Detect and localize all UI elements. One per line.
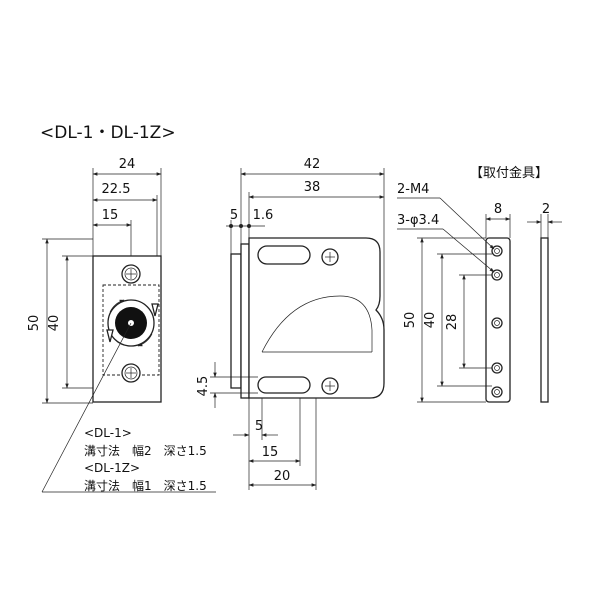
dim-bracket-2: 2 bbox=[542, 202, 550, 217]
front-view: 24 22.5 15 50 40 bbox=[27, 157, 162, 493]
side-body bbox=[248, 237, 385, 399]
bracket-hole-4 bbox=[491, 362, 503, 374]
side-dimensions: 42 38 5 1.6 4.5 5 15 bbox=[196, 157, 385, 490]
side-slot-bottom bbox=[257, 376, 311, 394]
bracket-hole-5 bbox=[491, 386, 503, 398]
dim-bracket-28: 28 bbox=[445, 314, 460, 331]
side-thin-plate bbox=[240, 243, 250, 399]
bracket-hole-1 bbox=[491, 245, 503, 257]
drawing-title: <DL-1・DL-1Z> bbox=[40, 123, 176, 143]
dim-side-42: 42 bbox=[304, 157, 321, 172]
dim-front-15: 15 bbox=[102, 208, 119, 223]
side-slot-top bbox=[257, 245, 311, 265]
dim-side-38: 38 bbox=[304, 180, 321, 195]
dim-side-b5: 5 bbox=[255, 419, 263, 434]
dim-side-1-6: 1.6 bbox=[253, 208, 274, 223]
note-dl1z-spec: 溝寸法 幅1 深さ1.5 bbox=[84, 478, 207, 493]
groove-notes: <DL-1> 溝寸法 幅2 深さ1.5 <DL-1Z> 溝寸法 幅1 深さ1.5 bbox=[42, 426, 216, 493]
dim-front-50: 50 bbox=[27, 315, 42, 332]
bracket-dimensions: 8 2 50 40 28 bbox=[403, 202, 562, 403]
side-cam-curve bbox=[261, 295, 373, 353]
side-screw-top bbox=[321, 248, 339, 266]
dim-bracket-40: 40 bbox=[423, 312, 438, 329]
dim-front-24: 24 bbox=[119, 157, 136, 172]
dim-side-5: 5 bbox=[230, 208, 238, 223]
dim-front-22-5: 22.5 bbox=[102, 182, 131, 197]
dim-side-4-5: 4.5 bbox=[196, 376, 211, 397]
dim-front-40: 40 bbox=[47, 315, 62, 332]
side-screw-bottom bbox=[321, 377, 339, 395]
note-dl1-title: <DL-1> bbox=[84, 426, 132, 440]
bracket-edge bbox=[540, 237, 549, 403]
bracket-view: 2-M4 3-φ3.4 8 2 50 40 28 bbox=[397, 182, 562, 403]
front-screw-top bbox=[121, 264, 141, 284]
note-dl1-spec: 溝寸法 幅2 深さ1.5 bbox=[84, 443, 207, 458]
dim-bracket-8: 8 bbox=[494, 202, 502, 217]
bracket-title: 【取付金具】 bbox=[470, 165, 548, 181]
note-dl1z-title: <DL-1Z> bbox=[84, 461, 140, 475]
side-back-plate bbox=[230, 253, 242, 389]
notes-leader-line bbox=[41, 322, 132, 493]
dim-bracket-50: 50 bbox=[403, 312, 418, 329]
side-view: 42 38 5 1.6 4.5 5 15 bbox=[196, 157, 385, 490]
bracket-label-m4: 2-M4 bbox=[397, 182, 429, 197]
dim-side-b20: 20 bbox=[274, 469, 291, 484]
bracket-hole-3 bbox=[491, 317, 503, 329]
dim-side-b15: 15 bbox=[262, 445, 279, 460]
bracket-label-phi: 3-φ3.4 bbox=[397, 213, 439, 228]
front-screw-bottom bbox=[121, 363, 141, 383]
front-dimensions: 24 22.5 15 50 40 bbox=[27, 157, 162, 404]
front-hidden-outline bbox=[102, 284, 160, 376]
